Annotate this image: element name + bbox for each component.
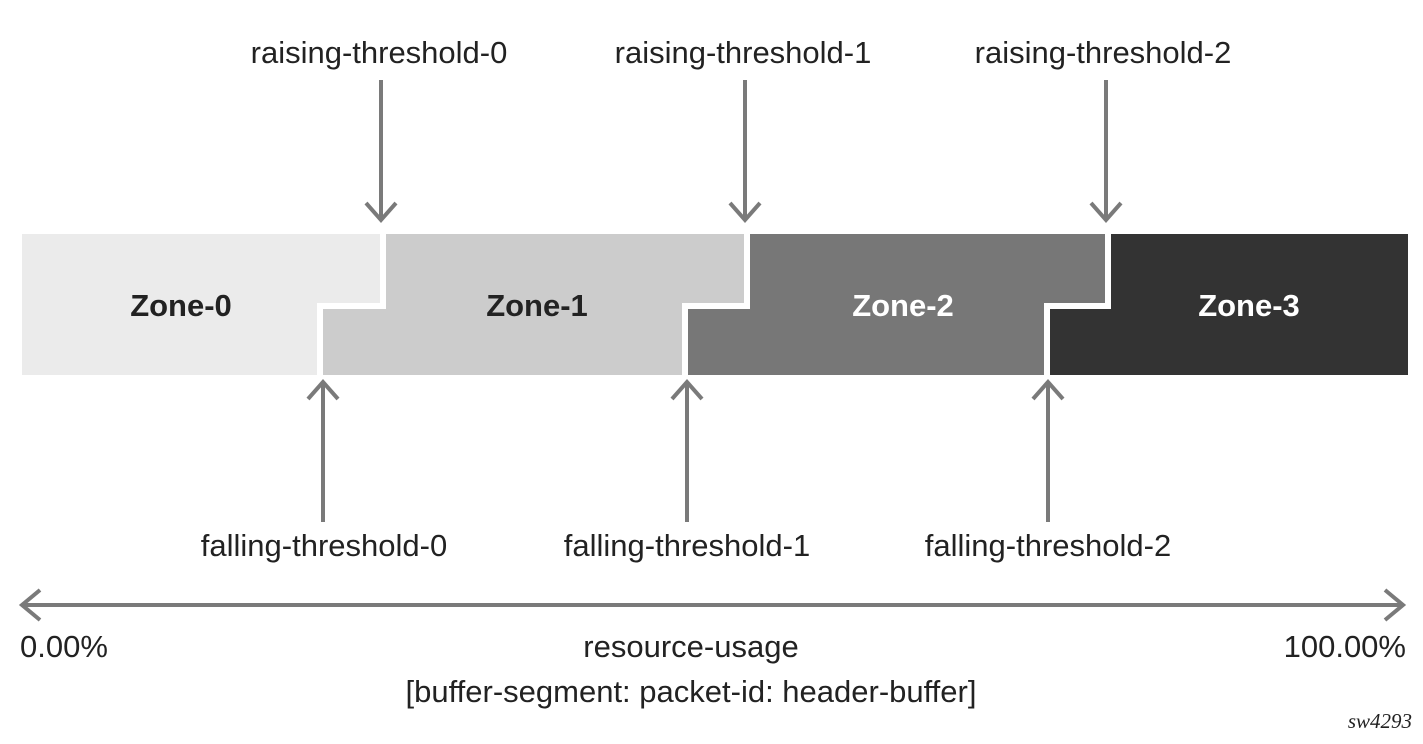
falling-threshold-0-arrow xyxy=(306,378,340,522)
raising-threshold-1-arrow xyxy=(728,80,762,224)
raising-threshold-1-label: raising-threshold-1 xyxy=(615,35,872,70)
zone-1-label: Zone-1 xyxy=(486,288,588,323)
zone-2-label: Zone-2 xyxy=(852,288,954,323)
zone-0-label: Zone-0 xyxy=(130,288,232,323)
falling-threshold-1-arrow xyxy=(670,378,704,522)
figure-id: sw4293 xyxy=(1348,709,1412,733)
raising-threshold-0-label: raising-threshold-0 xyxy=(251,35,508,70)
falling-threshold-1-label: falling-threshold-1 xyxy=(564,528,810,563)
zone-3-shape xyxy=(1047,234,1408,375)
zone-separator-0 xyxy=(317,234,386,375)
raising-threshold-0-arrow xyxy=(364,80,398,224)
axis-subtitle: [buffer-segment: packet-id: header-buffe… xyxy=(406,674,977,709)
axis-max-label: 100.00% xyxy=(1284,629,1406,664)
zone-separator-2 xyxy=(1044,234,1111,375)
raising-threshold-2-arrow xyxy=(1089,80,1123,224)
axis-min-label: 0.00% xyxy=(20,629,108,664)
zone-2-shape xyxy=(685,234,1108,375)
falling-threshold-2-arrow xyxy=(1031,378,1065,522)
zone-1-shape xyxy=(320,234,747,375)
raising-threshold-2-label: raising-threshold-2 xyxy=(975,35,1232,70)
zone-3-label: Zone-3 xyxy=(1198,288,1300,323)
axis-title: resource-usage xyxy=(583,629,798,664)
falling-threshold-2-label: falling-threshold-2 xyxy=(925,528,1171,563)
resource-usage-axis xyxy=(18,588,1407,622)
falling-threshold-0-label: falling-threshold-0 xyxy=(201,528,447,563)
zone-separator-1 xyxy=(682,234,750,375)
zone-0-shape xyxy=(22,234,383,375)
